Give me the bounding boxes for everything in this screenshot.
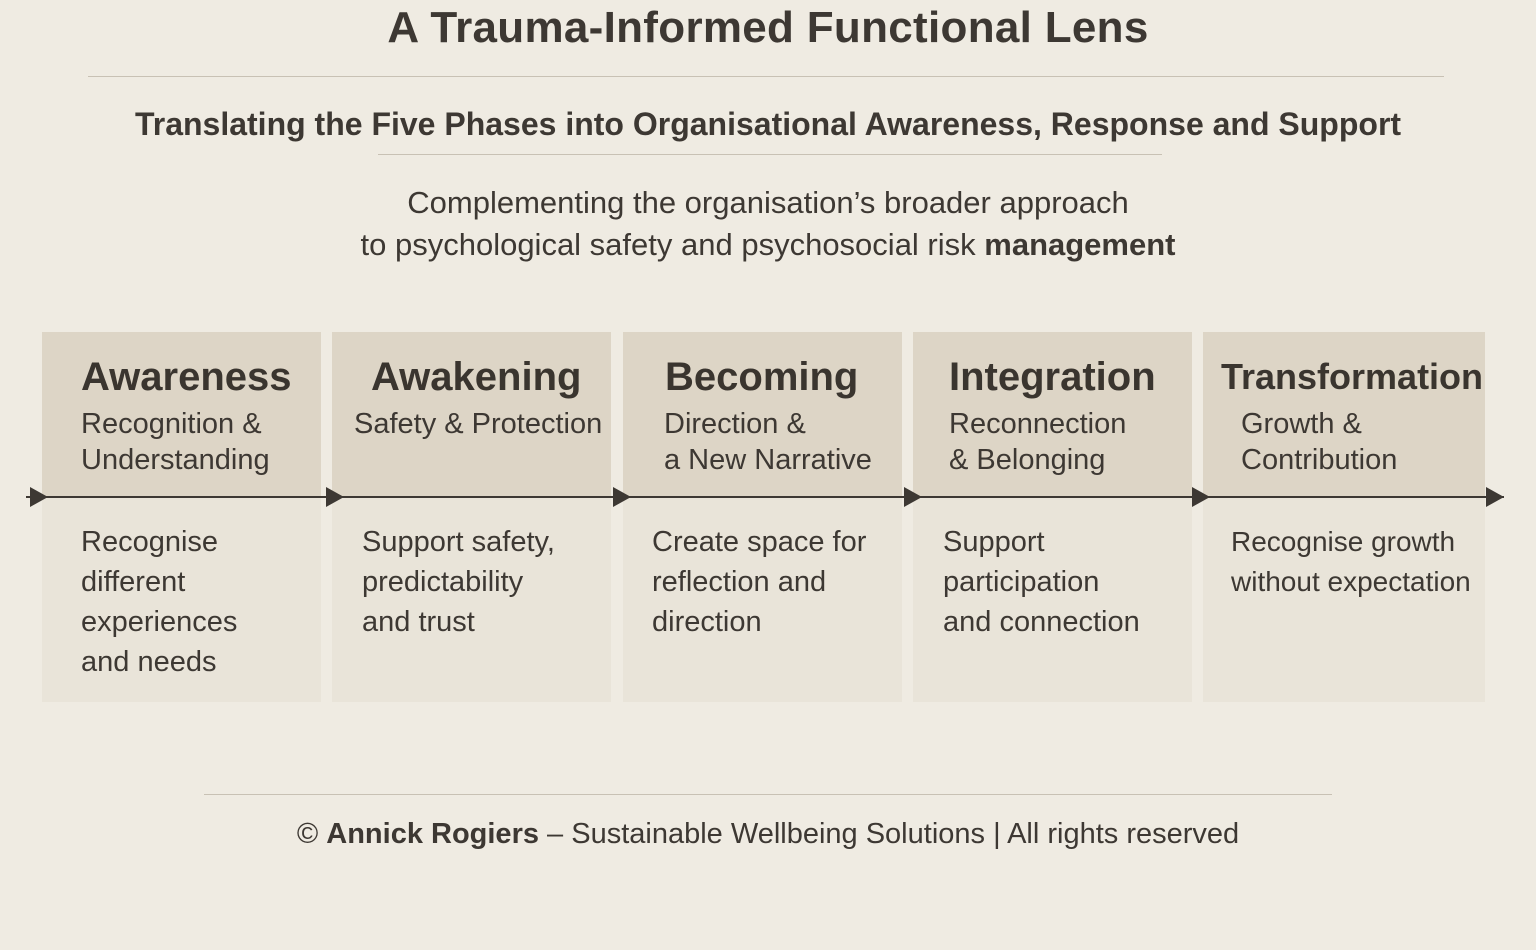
tagline-line-1: Complementing the organisation’s broader… [407, 185, 1129, 220]
tagline-line-2-text: to psychological safety and psychosocial… [360, 227, 985, 262]
arrow-right-icon [326, 487, 344, 507]
arrow-right-icon [30, 487, 48, 507]
phase-description: Support participation and connection [913, 522, 1192, 642]
subtitle-underline [378, 154, 1162, 155]
phase-description-line: participation [943, 566, 1100, 598]
phase-subtitle-line-1: Recognition & [81, 408, 262, 440]
copyright-symbol: © [296, 818, 319, 850]
phase-description-line: and needs [81, 646, 217, 678]
phase-description-line: Create space for [652, 526, 867, 558]
phase-description-line: Recognise growth [1231, 526, 1456, 557]
phase-description-line: direction [652, 606, 762, 638]
timeline-axis [26, 496, 1504, 498]
phase-subtitle-line-2: Understanding [81, 444, 270, 476]
phase-subtitle: Safety & Protection [332, 406, 611, 442]
phase-subtitle-line-1: Reconnection [949, 408, 1127, 440]
phase-panel-integration: Integration Reconnection & Belonging Sup… [913, 332, 1192, 702]
phase-panel-awareness: Awareness Recognition & Understanding Re… [42, 332, 321, 702]
footer-credit: © Annick Rogiers – Sustainable Wellbeing… [0, 814, 1536, 854]
phase-description-line: Support [943, 526, 1045, 558]
phase-description-line: Support safety, [362, 526, 555, 558]
phase-panel-awakening: Awakening Safety & Protection Support sa… [332, 332, 611, 702]
phase-description: Recognise different experiences and need… [42, 522, 321, 682]
phase-description-line: reflection and [652, 566, 827, 598]
phase-name: Becoming [665, 355, 859, 399]
tagline-line-2: to psychological safety and psychosocial… [0, 224, 1536, 266]
arrow-right-icon [613, 487, 631, 507]
phase-description-line: without expectation [1231, 566, 1471, 597]
phase-header: Becoming Direction & a New Narrative [623, 332, 902, 496]
phase-subtitle-line-2: & Belonging [949, 444, 1106, 476]
phase-header: Awakening Safety & Protection [332, 332, 611, 496]
phase-subtitle-line-1: Direction & [664, 408, 806, 440]
arrow-right-icon [904, 487, 922, 507]
footer-author: Annick Rogiers [326, 818, 539, 850]
phase-description-line: experiences [81, 606, 238, 638]
tagline: Complementing the organisation’s broader… [0, 182, 1536, 266]
phase-description: Create space for reflection and directio… [623, 522, 902, 642]
footer-rest: – Sustainable Wellbeing Solutions | All … [538, 818, 1240, 850]
phase-name: Integration [949, 355, 1156, 399]
phase-name: Awakening [371, 355, 582, 399]
phase-panel-transformation: Transformation Growth & Contribution Rec… [1203, 332, 1485, 702]
phase-description-line: and connection [943, 606, 1140, 638]
phase-description-line: Recognise [81, 526, 219, 558]
phase-subtitle-line-2: a New Narrative [664, 444, 872, 476]
phase-subtitle: Reconnection & Belonging [913, 406, 1192, 478]
arrow-right-icon [1486, 487, 1504, 507]
phase-header: Transformation Growth & Contribution [1203, 332, 1485, 496]
phase-name: Transformation [1221, 356, 1484, 397]
phase-description-line: predictability [362, 566, 524, 598]
footer-divider [204, 794, 1332, 795]
arrow-right-icon [1192, 487, 1210, 507]
diagram-subtitle: Translating the Five Phases into Organis… [134, 106, 1402, 142]
phase-subtitle: Growth & Contribution [1203, 406, 1485, 478]
phase-header: Awareness Recognition & Understanding [42, 332, 321, 496]
phase-subtitle: Recognition & Understanding [42, 406, 321, 478]
phase-subtitle-line-1: Safety & Protection [354, 408, 603, 440]
phase-panel-becoming: Becoming Direction & a New Narrative Cre… [623, 332, 902, 702]
phase-name: Awareness [81, 355, 292, 399]
phase-subtitle-line-2: Contribution [1241, 444, 1398, 476]
diagram-title: A Trauma-Informed Functional Lens [387, 3, 1149, 52]
phase-subtitle-line-1: Growth & [1241, 408, 1362, 440]
phase-header: Integration Reconnection & Belonging [913, 332, 1192, 496]
phase-description: Recognise growth without expectation [1203, 522, 1485, 602]
phase-description-line: and trust [362, 606, 475, 638]
phase-subtitle: Direction & a New Narrative [623, 406, 902, 478]
phase-description-line: different [81, 566, 186, 598]
tagline-emphasis: management [984, 227, 1176, 262]
phase-description: Support safety, predictability and trust [332, 522, 611, 642]
title-divider [88, 76, 1444, 77]
